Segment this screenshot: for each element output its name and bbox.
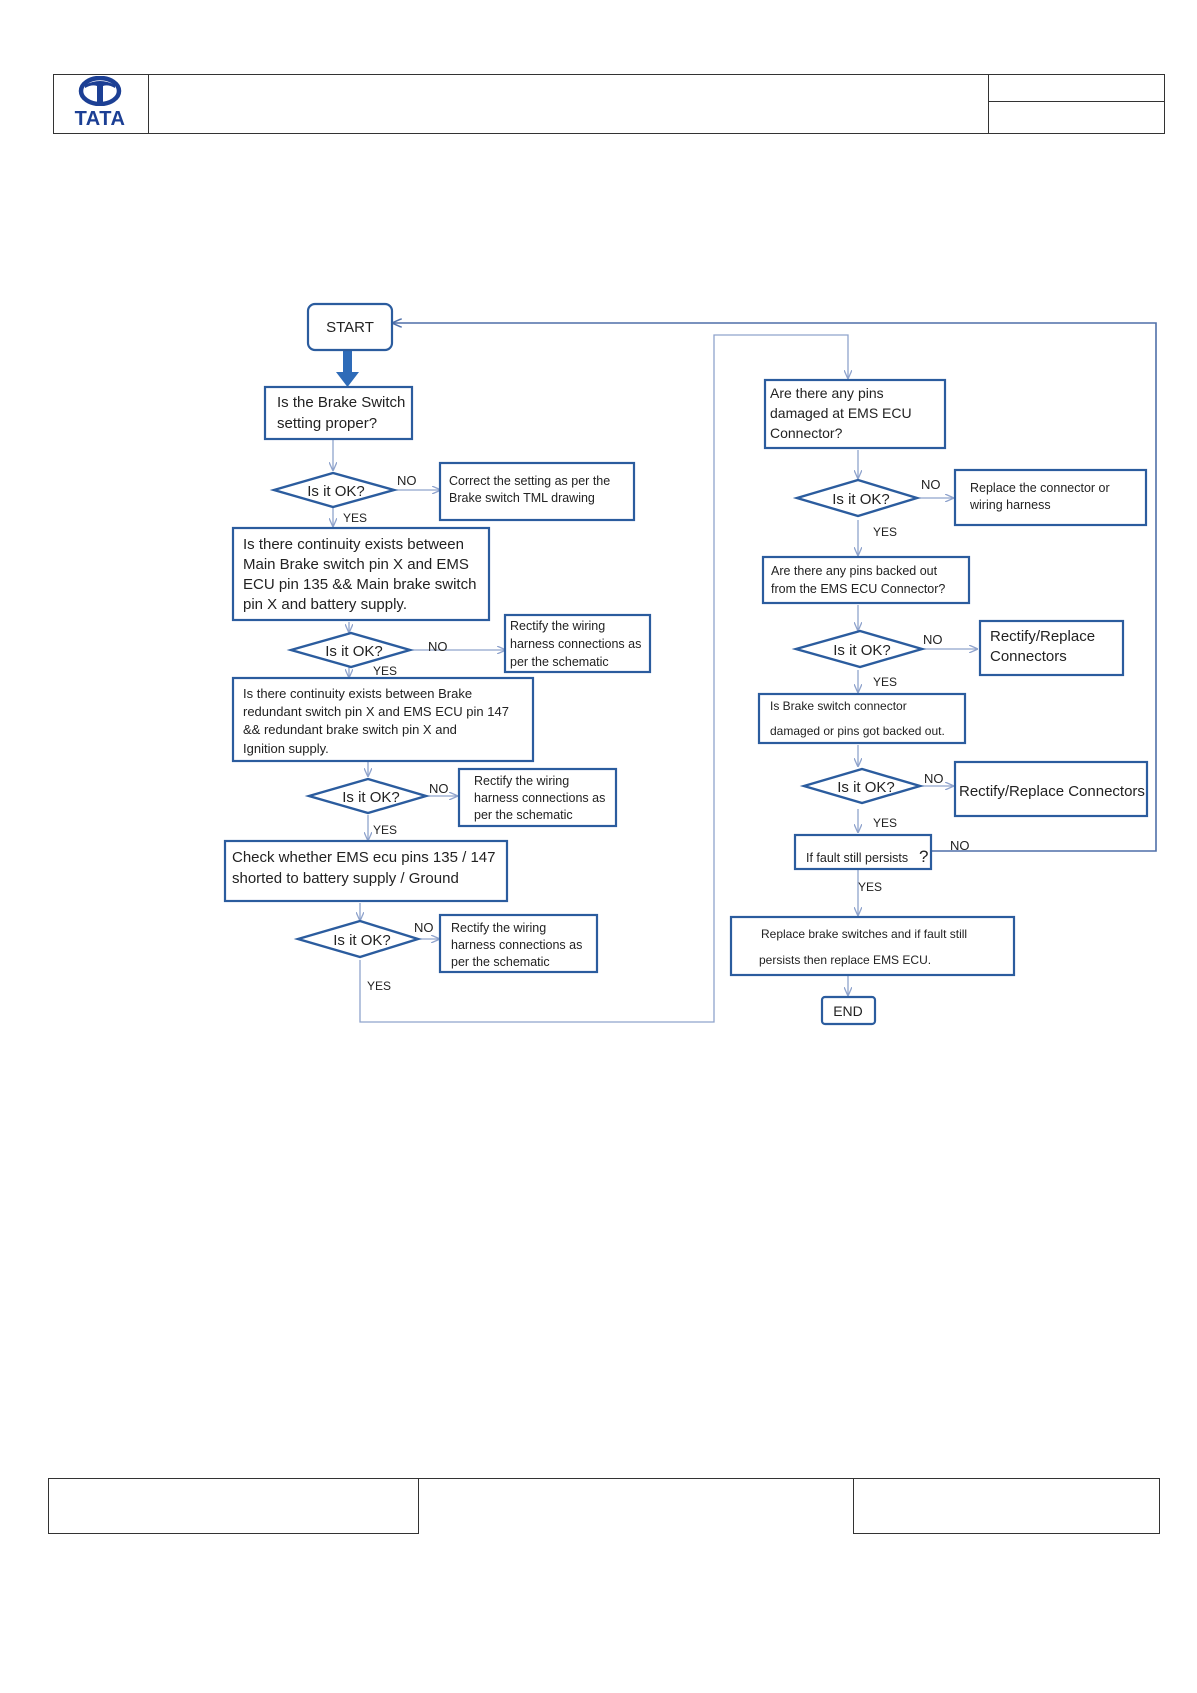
decision-7 bbox=[799, 767, 925, 805]
tata-logo: TATA bbox=[53, 74, 147, 132]
header-frame bbox=[53, 74, 1165, 134]
step-pins-backed-out bbox=[761, 555, 971, 605]
yes-label: YES bbox=[367, 979, 391, 993]
start-label: START bbox=[326, 319, 374, 336]
yes-label: YES bbox=[858, 880, 882, 894]
no-label: NO bbox=[921, 477, 941, 492]
decision-1 bbox=[269, 471, 399, 509]
step-pins-backed-out-text: Are there any pins backed out from the E… bbox=[771, 564, 945, 596]
connector-yes-to-right-column bbox=[359, 334, 848, 1023]
end-terminal bbox=[820, 995, 877, 1026]
step-fault-persists-mark: ? bbox=[919, 847, 928, 866]
action-rectify-connectors-2-text: Rectify/Replace Connectors bbox=[959, 783, 1145, 800]
header-logo-cell bbox=[53, 74, 149, 134]
yes-label: YES bbox=[373, 664, 397, 678]
action-rectify-wiring-3 bbox=[438, 913, 599, 974]
footer-right-cell bbox=[853, 1478, 1160, 1534]
step-brake-switch-setting bbox=[263, 385, 414, 441]
step-check-short bbox=[223, 839, 509, 903]
decision-2 bbox=[286, 631, 415, 669]
tata-wordmark: TATA bbox=[74, 107, 126, 130]
yes-label: YES bbox=[873, 675, 897, 689]
decision-4 bbox=[293, 919, 423, 959]
start-arrow-shaft bbox=[343, 350, 352, 375]
step-check-short-text: Check whether EMS ecu pins 135 / 147 sho… bbox=[232, 849, 500, 887]
action-rectify-wiring-2 bbox=[457, 767, 618, 828]
decision-6 bbox=[791, 629, 927, 669]
yes-label: YES bbox=[873, 816, 897, 830]
step-main-switch-continuity-text: Is there continuity exists between Main … bbox=[243, 536, 481, 613]
footer-left-cell bbox=[48, 1478, 419, 1534]
yes-label: YES bbox=[373, 823, 397, 837]
start-arrow-head bbox=[336, 372, 359, 387]
step-pins-damaged bbox=[763, 378, 947, 450]
step-brake-switch-connector bbox=[757, 692, 967, 745]
action-rectify-connectors-1 bbox=[978, 619, 1125, 677]
action-rectify-wiring-3-text: Rectify the wiring harness connections a… bbox=[451, 921, 586, 969]
action-correct-setting-text: Correct the setting as per the Brake swi… bbox=[449, 474, 614, 505]
yes-label: YES bbox=[343, 511, 367, 525]
decision-3-label: Is it OK? bbox=[342, 789, 400, 806]
no-label: NO bbox=[429, 781, 449, 796]
step-redundant-switch-continuity-text: Is there continuity exists between Brake… bbox=[243, 686, 513, 756]
no-label: NO bbox=[397, 473, 417, 488]
decision-4-label: Is it OK? bbox=[333, 932, 391, 949]
step-fault-persists-text: If fault still persists bbox=[806, 851, 908, 865]
step-brake-switch-setting-text: Is the Brake Switch setting proper? bbox=[277, 394, 410, 432]
decision-6-label: Is it OK? bbox=[833, 642, 891, 659]
header-right-divider bbox=[988, 101, 1165, 102]
decision-5 bbox=[792, 478, 922, 518]
tata-emblem-icon bbox=[78, 75, 122, 106]
yes-label: YES bbox=[873, 525, 897, 539]
header-right-cell bbox=[988, 74, 1165, 134]
action-rectify-wiring-1 bbox=[503, 613, 652, 674]
connector-loop-to-start bbox=[393, 323, 1157, 852]
action-replace-brake-switches bbox=[729, 915, 1016, 977]
end-label: END bbox=[833, 1003, 863, 1019]
decision-2-label: Is it OK? bbox=[325, 643, 383, 660]
no-label: NO bbox=[414, 920, 434, 935]
action-rectify-connectors-1-text: Rectify/Replace Connectors bbox=[990, 628, 1099, 665]
action-replace-connector-text: Replace the connector or wiring harness bbox=[969, 481, 1113, 512]
footer-middle-rule bbox=[419, 1478, 853, 1479]
action-replace-brake-switches-text: Replace brake switches and if fault stil… bbox=[759, 927, 970, 967]
action-rectify-connectors-2 bbox=[953, 760, 1149, 818]
decision-5-label: Is it OK? bbox=[832, 491, 890, 508]
decision-7-label: Is it OK? bbox=[837, 779, 895, 796]
start-terminal bbox=[306, 302, 394, 352]
decision-3 bbox=[304, 777, 431, 815]
action-replace-connector bbox=[953, 468, 1148, 527]
step-fault-persists bbox=[793, 833, 933, 871]
no-label: NO bbox=[950, 838, 970, 853]
no-label: NO bbox=[924, 771, 944, 786]
no-label: NO bbox=[923, 632, 943, 647]
action-rectify-wiring-1-text: Rectify the wiring harness connections a… bbox=[510, 619, 645, 669]
step-brake-switch-connector-text: Is Brake switch connector damaged or pin… bbox=[770, 699, 945, 738]
decision-1-label: Is it OK? bbox=[307, 483, 365, 500]
no-label: NO bbox=[428, 639, 448, 654]
action-correct-setting bbox=[438, 461, 636, 522]
step-redundant-switch-continuity bbox=[231, 676, 535, 763]
step-pins-damaged-text: Are there any pins damaged at EMS ECU Co… bbox=[770, 385, 916, 441]
action-rectify-wiring-2-text: Rectify the wiring harness connections a… bbox=[474, 774, 609, 822]
step-main-switch-continuity bbox=[231, 526, 491, 622]
